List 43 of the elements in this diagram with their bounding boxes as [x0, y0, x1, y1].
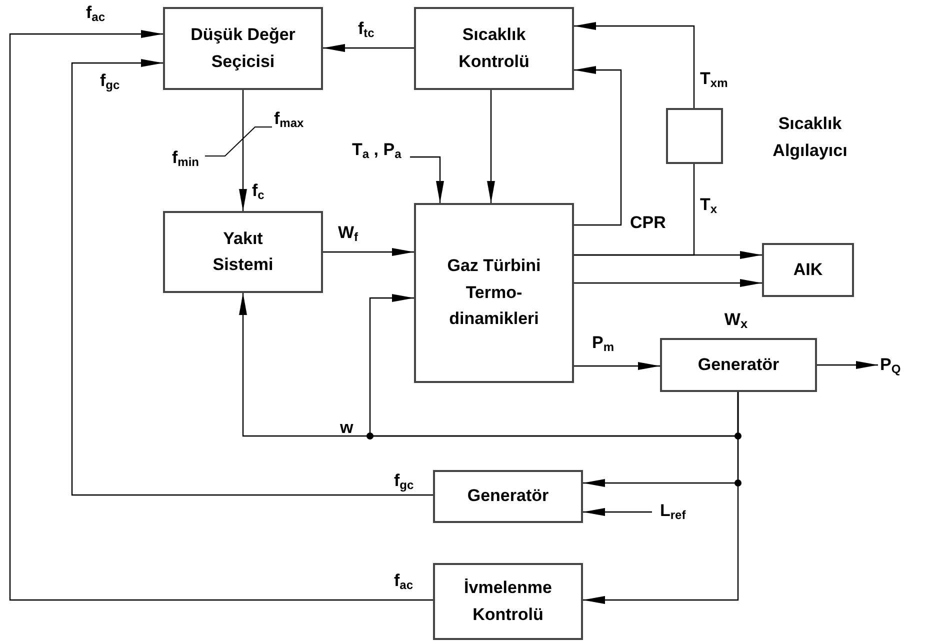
process-box: Düşük Değer Seçicisi	[163, 7, 323, 90]
arrow	[583, 392, 739, 604]
arrow	[574, 251, 762, 259]
process-box: Generatör	[660, 338, 817, 392]
process-box: Sıcaklık Kontrolü	[414, 7, 574, 90]
signal-label: f$_{ac}$	[394, 570, 414, 594]
edge-label: T$_{x}$	[700, 194, 718, 218]
edge-label: f$_{ac}$	[86, 2, 106, 26]
node-caption: W$_{x}$	[723, 309, 749, 334]
arrow	[817, 361, 878, 369]
arrow	[487, 90, 495, 203]
signal-label: f$_{max}$	[274, 108, 304, 132]
edge-label: P$_{m}$	[592, 332, 614, 356]
arrow	[323, 44, 414, 52]
arrow	[574, 362, 660, 370]
process-box: İvmelenme Kontrolü	[433, 563, 583, 640]
signal-label: f$_{min}$	[172, 147, 200, 170]
arrow	[574, 22, 695, 108]
edge-label: T$_{a}$ , P$_{a}$	[352, 139, 402, 162]
edge-label: f$_{gc}$	[100, 70, 120, 94]
arrow	[410, 156, 444, 203]
process-box: Generatör	[433, 470, 583, 523]
arrow	[583, 508, 652, 516]
node-caption: Sıcaklık Algılayıcı	[772, 113, 848, 162]
process-box: AIK	[762, 243, 854, 297]
box-shape	[666, 108, 723, 164]
edge-label: f$_{tc}$	[358, 18, 374, 42]
signal-label: w	[340, 417, 354, 439]
arrow	[9, 30, 433, 601]
edge-label: L$_{ref}$	[660, 500, 686, 524]
arrow	[71, 59, 433, 496]
edge-label: f$_{c}$	[252, 180, 264, 204]
arrow	[323, 248, 414, 256]
process-box: Gaz Türbini Termo- dinamikleri	[414, 203, 574, 383]
arrow	[574, 279, 762, 287]
edge-label: P$_{Q}$	[880, 354, 901, 378]
arrow	[574, 66, 622, 226]
edge-label: W$_{f}$	[338, 222, 358, 246]
edge-label: CPR	[630, 212, 666, 234]
arrow	[239, 90, 247, 211]
edge-label: T$_{xm}$	[700, 68, 728, 92]
signal-label: f$_{gc}$	[394, 470, 414, 494]
process-box: Yakıt Sistemi	[163, 211, 323, 293]
